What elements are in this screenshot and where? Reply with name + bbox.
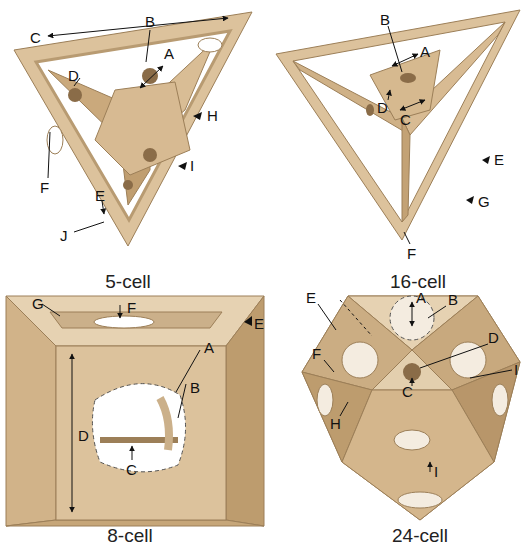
callout-letter: A	[416, 290, 426, 305]
eight-cell-model	[6, 296, 264, 526]
figure-caption: 8-cell	[107, 526, 152, 545]
callout-letter: E	[254, 316, 264, 331]
callout-letter: H	[330, 416, 341, 431]
callout-letter: H	[207, 108, 218, 123]
callout-letter: G	[32, 296, 44, 311]
sixteen-cell-model	[276, 10, 520, 244]
callout-letter: B	[448, 292, 458, 307]
callout-letter: D	[377, 100, 388, 115]
callout-letter: E	[494, 152, 504, 167]
callout-letter: D	[488, 330, 499, 345]
figure-caption: 5-cell	[105, 272, 150, 291]
five-cell-model	[14, 12, 252, 246]
callout-letter: D	[78, 428, 89, 443]
callout-letter: F	[407, 246, 416, 261]
callout-letter: E	[306, 290, 316, 305]
callout-letter: C	[402, 384, 413, 399]
callout-letter: B	[380, 12, 390, 27]
callout-letter: B	[145, 14, 155, 29]
callout-letter: C	[400, 112, 411, 127]
callout-letter: G	[478, 194, 490, 209]
callout-letter: A	[204, 340, 214, 355]
callout-letter: J	[60, 228, 68, 243]
callout-letter: F	[40, 180, 49, 195]
callout-letter: C	[30, 30, 41, 45]
callout-letter: C	[126, 462, 137, 477]
callout-letter: B	[190, 380, 200, 395]
callout-letter: D	[68, 68, 79, 83]
callout-letter: F	[312, 346, 321, 361]
callout-letter: I	[190, 158, 194, 173]
callout-letter: F	[127, 300, 136, 315]
callout-letter: A	[164, 46, 174, 61]
callout-letter: I	[434, 464, 438, 479]
callout-letter: E	[95, 188, 105, 203]
callout-letter: A	[420, 44, 430, 59]
figure-caption: 16-cell	[390, 272, 446, 291]
twenty-four-cell-model	[302, 296, 520, 520]
callout-letter: I	[514, 362, 518, 377]
figure-caption: 24-cell	[392, 526, 448, 545]
